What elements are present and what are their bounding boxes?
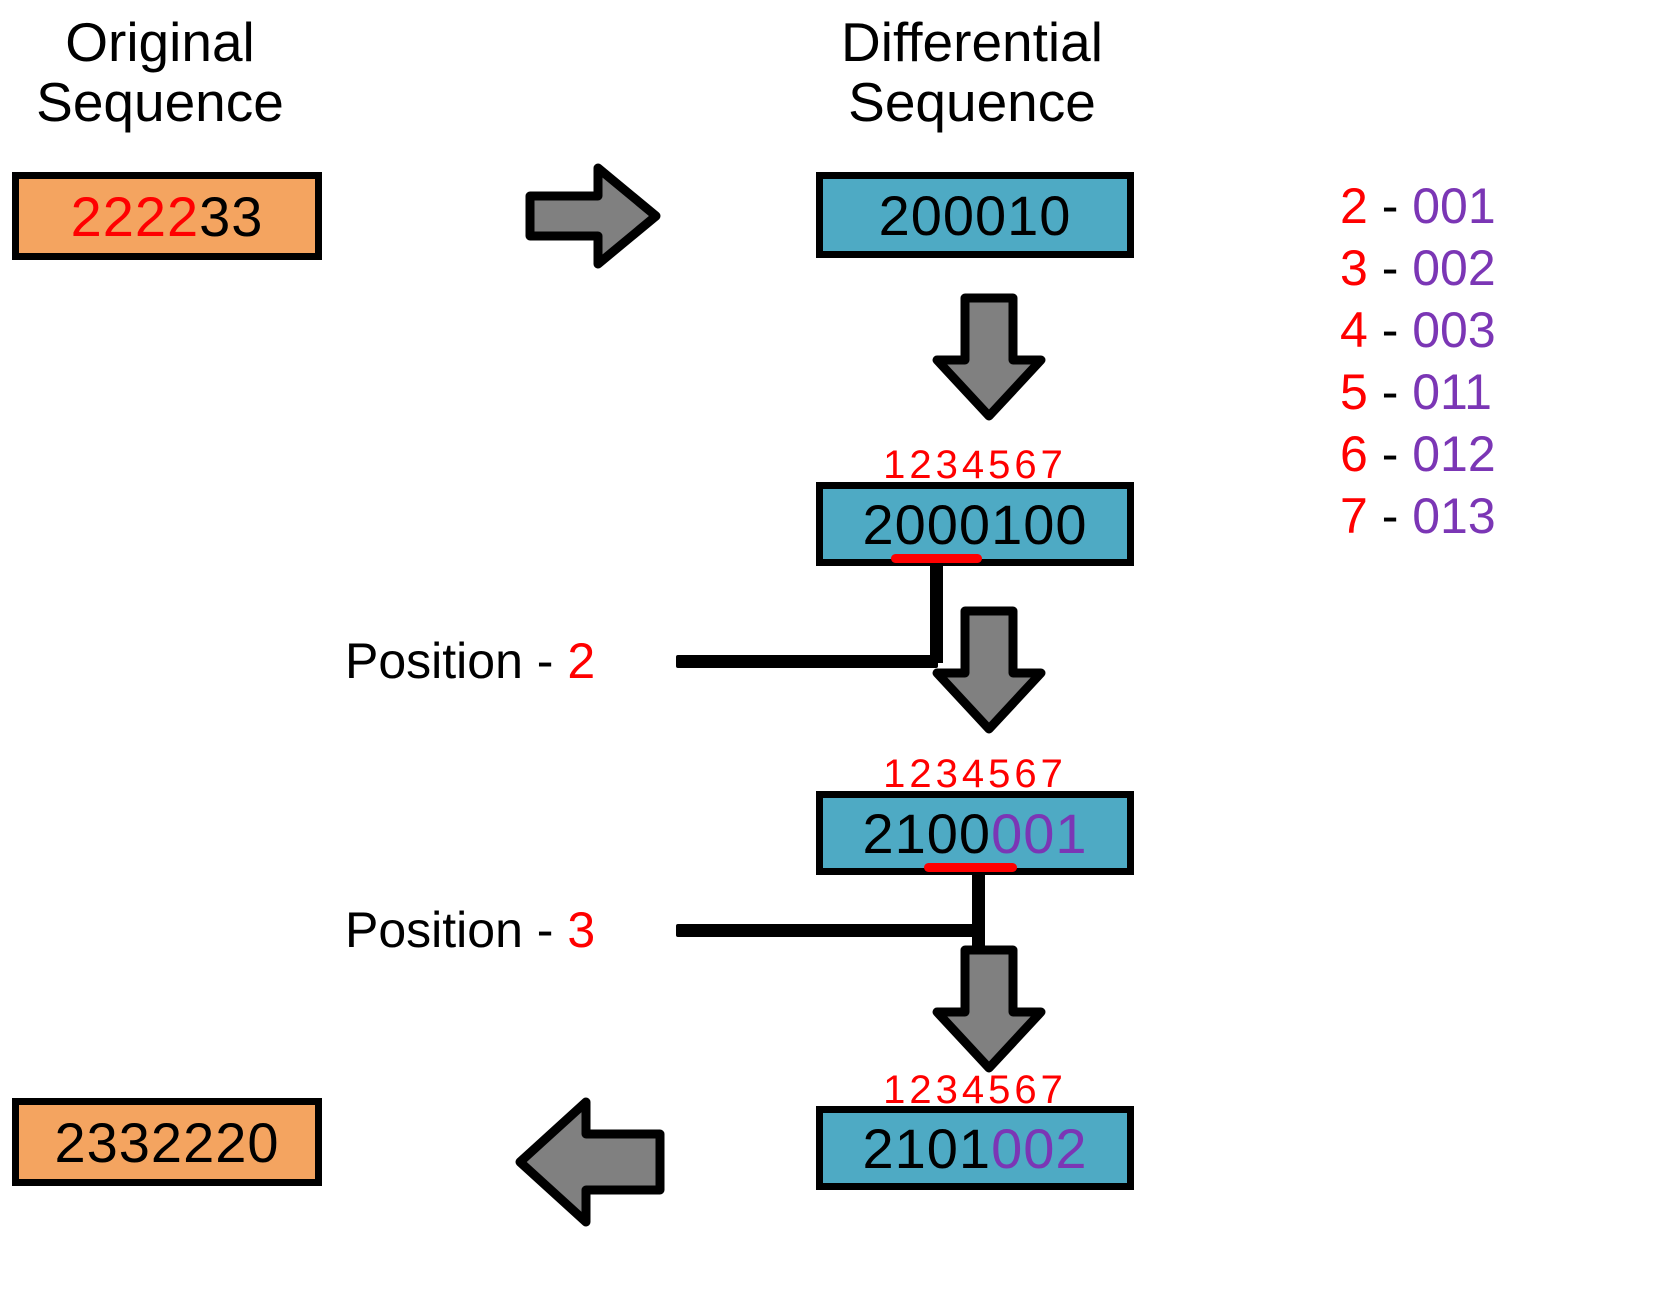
legend-value: 013 (1412, 488, 1496, 544)
step3-box: 2101002 (816, 1106, 1134, 1190)
step2-black-digits: 2100 (862, 801, 992, 865)
arrow-right-icon (524, 158, 664, 278)
legend-value: 003 (1412, 302, 1496, 358)
original-sequence-value: 222233 (71, 184, 264, 249)
step1-value: 2000100 (862, 492, 1088, 563)
step3-black-digits: 2101 (862, 1116, 992, 1180)
original-sequence-black-digits: 33 (199, 184, 264, 248)
step2-box: 2100001 (816, 791, 1134, 875)
final-sequence-box: 2332220 (12, 1098, 322, 1186)
legend-value: 002 (1412, 240, 1496, 296)
legend-key: 3 (1340, 240, 1368, 296)
legend-value: 012 (1412, 426, 1496, 482)
step1-underline-marker (891, 553, 983, 563)
legend-dash: - (1367, 488, 1413, 544)
position-label-1: Position - 2 (345, 632, 595, 690)
step2-underline-marker (924, 862, 1018, 872)
connector-horizontal-1 (676, 655, 938, 668)
step1-black-digits: 2000100 (862, 492, 1088, 556)
legend-row: 5 - 011 (1340, 361, 1496, 423)
legend-row: 6 - 012 (1340, 423, 1496, 485)
step2-value: 2100001 (862, 801, 1088, 872)
legend-row: 2 - 001 (1340, 175, 1496, 237)
legend-dash: - (1367, 364, 1413, 420)
differential-sequence-box: 200010 (816, 172, 1134, 258)
legend-value: 001 (1412, 178, 1496, 234)
arrow-down-icon-1 (925, 292, 1053, 424)
legend-dash: - (1367, 240, 1413, 296)
position-label-1-value: 2 (567, 633, 596, 689)
legend-dash: - (1367, 302, 1413, 358)
legend-row: 4 - 003 (1340, 299, 1496, 361)
final-sequence-value: 2332220 (54, 1110, 280, 1174)
legend-row: 7 - 013 (1340, 485, 1496, 547)
step3-index-ruler: 1234567 (883, 1068, 1067, 1112)
legend-dash: - (1367, 178, 1413, 234)
step1-index-ruler: 1234567 (883, 443, 1067, 487)
legend-dash: - (1367, 426, 1413, 482)
step2-index-ruler: 1234567 (883, 752, 1067, 796)
legend-key: 2 (1340, 178, 1368, 234)
arrow-down-icon-3 (925, 944, 1053, 1076)
position-label-2-value: 3 (567, 902, 596, 958)
legend-key: 6 (1340, 426, 1368, 482)
position-label-2-prefix: Position - (345, 902, 568, 958)
step3-value: 2101002 (862, 1116, 1087, 1181)
position-label-2: Position - 3 (345, 901, 595, 959)
legend-key: 5 (1340, 364, 1368, 420)
original-sequence-red-digits: 2222 (70, 184, 200, 248)
legend-key: 7 (1340, 488, 1368, 544)
connector-vertical-1 (930, 566, 943, 663)
legend-row: 3 - 002 (1340, 237, 1496, 299)
step1-box: 2000100 (816, 482, 1134, 566)
position-label-1-prefix: Position - (345, 633, 568, 689)
differential-sequence-heading: Differential Sequence (841, 11, 1103, 133)
legend-value: 011 (1412, 364, 1492, 420)
code-legend: 2 - 001 3 - 002 4 - 003 5 - 011 6 - 012 … (1340, 175, 1496, 547)
step3-purple-digits: 002 (991, 1116, 1088, 1180)
arrow-down-icon-2 (925, 605, 1053, 737)
arrow-left-icon (508, 1090, 668, 1230)
original-sequence-box: 222233 (12, 172, 322, 260)
step2-purple-digits: 001 (991, 801, 1088, 865)
connector-horizontal-2 (676, 924, 979, 937)
original-sequence-heading: Original Sequence (36, 11, 284, 133)
legend-key: 4 (1340, 302, 1368, 358)
differential-sequence-value: 200010 (878, 183, 1072, 247)
